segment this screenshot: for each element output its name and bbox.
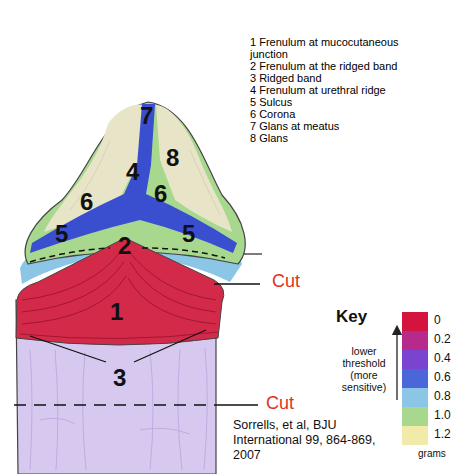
callout-number: 4: [126, 160, 139, 184]
bracket-line: [134, 330, 206, 362]
unit-label: grams: [418, 448, 446, 459]
key-arrow: [396, 330, 397, 400]
bracket-line: [30, 336, 106, 362]
cut-line: [14, 404, 216, 406]
corona-dashed-line: [142, 248, 225, 258]
list-item: 3 Ridged band: [250, 72, 422, 84]
cut-line: [216, 404, 258, 405]
legend-value: 1.0: [434, 409, 451, 422]
legend-swatch: [402, 407, 428, 426]
legend-note: lower threshold (more sensitive): [336, 345, 392, 393]
cut-label: Cut: [272, 272, 300, 292]
list-column: 1 Frenulum at mucocutaneous junction2 Fr…: [250, 36, 422, 144]
legend-value: 0.6: [434, 371, 451, 384]
list-item: 4 Frenulum at urethral ridge: [250, 84, 422, 96]
legend-swatch: [402, 369, 428, 388]
corona-dashed-line: [30, 248, 110, 262]
legend-swatch: [402, 331, 428, 350]
ridge-lines: [20, 250, 218, 339]
citation: Sorrells, et al, BJU International 99, 8…: [233, 418, 393, 463]
callout-number: 7: [140, 104, 153, 128]
callout-number: 1: [110, 300, 123, 324]
legend-swatch: [402, 426, 428, 445]
legend-value: 0.4: [434, 352, 451, 365]
callout-number: 6: [154, 182, 167, 206]
legend-swatch: [402, 350, 428, 369]
callout-number: 5: [182, 222, 195, 246]
list-item: 5 Sulcus: [250, 96, 422, 108]
list-item: 1 Frenulum at mucocutaneous junction: [250, 36, 422, 60]
list-item: 2 Frenulum at the ridged band: [250, 60, 422, 72]
glans: [25, 102, 245, 264]
callout-number: 6: [80, 190, 93, 214]
cut-label: Cut: [266, 394, 294, 414]
urethral-ridge-region: [30, 104, 237, 253]
leader-line: [244, 253, 262, 254]
callout-number: 3: [113, 366, 126, 390]
legend-value: 0.8: [434, 390, 451, 403]
legend-value: 0.2: [434, 333, 451, 346]
callout-number: 5: [55, 222, 68, 246]
list-item: 7 Glans at meatus: [250, 120, 422, 132]
legend-value: 1.2: [434, 428, 451, 441]
list-item: 6 Corona: [250, 108, 422, 120]
list-item: 8 Glans: [250, 132, 422, 144]
cut-line: [214, 283, 260, 284]
legend-swatch: [402, 388, 428, 407]
legend-value: 0: [434, 314, 441, 327]
shaft-texture: [30, 348, 207, 470]
legend-title: Key: [336, 308, 367, 327]
callout-number: 8: [166, 146, 179, 170]
legend-swatch: [402, 312, 428, 331]
callout-number: 2: [118, 234, 131, 258]
